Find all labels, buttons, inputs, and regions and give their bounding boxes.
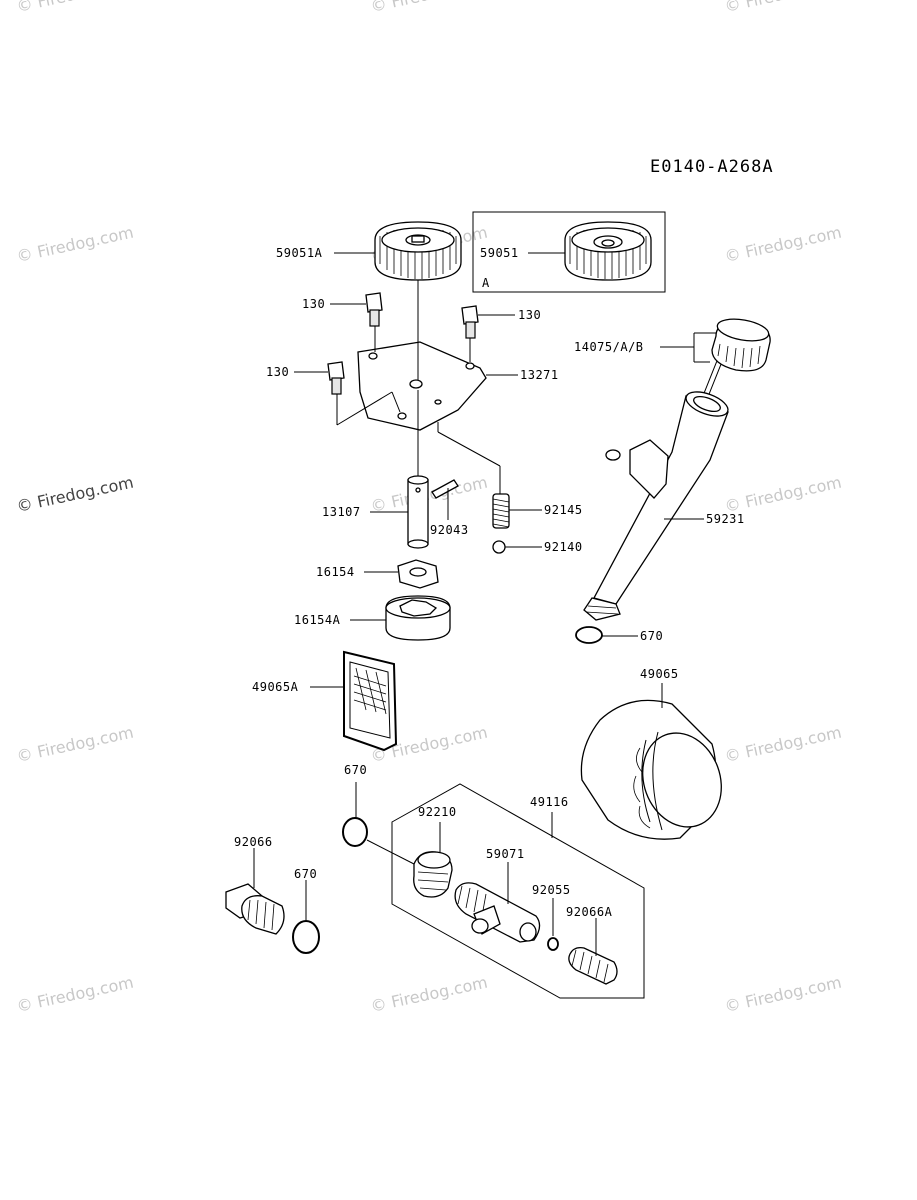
inset-label: A — [482, 276, 490, 290]
cover-plate-13271[interactable] — [357, 341, 487, 431]
watermark: © Firedog.com — [723, 223, 843, 266]
label-13107: 13107 — [322, 505, 361, 519]
watermark: © Firedog.com — [15, 223, 135, 266]
label-49116: 49116 — [530, 795, 569, 809]
label-130-a: 130 — [302, 297, 325, 311]
label-670-b: 670 — [344, 763, 367, 777]
diagram-code: E0140-A268A — [650, 157, 774, 177]
watermark: © Firedog.com — [723, 473, 843, 516]
watermark: © Firedog.com — [15, 723, 135, 766]
label-670-a: 670 — [640, 629, 663, 643]
oil-screen-49065a[interactable] — [343, 650, 398, 752]
watermark: © Firedog.com — [369, 0, 489, 16]
watermark: © Firedog.com — [15, 473, 135, 516]
label-92066: 92066 — [234, 835, 273, 849]
label-49065a: 49065A — [252, 680, 299, 694]
shaft-13107[interactable] — [407, 475, 429, 549]
drain-plug-92066[interactable] — [225, 883, 285, 935]
label-92066a: 92066A — [566, 905, 613, 919]
pipe-59071[interactable] — [454, 882, 541, 943]
gear-59051[interactable] — [564, 221, 652, 281]
label-92055: 92055 — [532, 883, 571, 897]
label-59051a: 59051A — [276, 246, 323, 260]
label-16154: 16154 — [316, 565, 355, 579]
watermark: © Firedog.com — [723, 0, 843, 16]
watermark: © Firedog.com — [15, 0, 135, 16]
label-130-c: 130 — [266, 365, 289, 379]
label-14075: 14075/A/B — [574, 340, 644, 354]
gear-59051a[interactable] — [374, 221, 462, 281]
label-59231: 59231 — [706, 512, 745, 526]
inner-rotor-16154[interactable] — [397, 559, 439, 589]
label-59071: 59071 — [486, 847, 525, 861]
stud-92066a[interactable] — [568, 946, 618, 985]
label-92145: 92145 — [544, 503, 583, 517]
watermark: © Firedog.com — [723, 723, 843, 766]
oring-92055[interactable] — [547, 937, 559, 951]
watermark: © Firedog.com — [723, 973, 843, 1016]
ball-92140[interactable] — [492, 540, 506, 554]
watermark: © Firedog.com — [369, 473, 489, 516]
label-13271: 13271 — [520, 368, 559, 382]
watermark: © Firedog.com — [369, 973, 489, 1016]
nipple-92210[interactable] — [413, 851, 453, 898]
oil-filler-tube-59231[interactable] — [583, 387, 731, 621]
label-92043: 92043 — [430, 523, 469, 537]
spring-92145[interactable] — [492, 493, 510, 529]
watermark: © Firedog.com — [15, 973, 135, 1016]
label-92210: 92210 — [418, 805, 457, 819]
label-16154a: 16154A — [294, 613, 341, 627]
label-130-b: 130 — [518, 308, 541, 322]
bolt-130-top-left[interactable] — [365, 292, 383, 327]
label-49065: 49065 — [640, 667, 679, 681]
oring-670-mid[interactable] — [342, 817, 368, 847]
outer-rotor-16154a[interactable] — [385, 595, 451, 641]
fitting-assembly-box — [391, 783, 645, 999]
inset-box — [472, 211, 666, 293]
label-670-c: 670 — [294, 867, 317, 881]
label-92140: 92140 — [544, 540, 583, 554]
oil-filter-49065[interactable] — [580, 699, 734, 840]
label-59051: 59051 — [480, 246, 519, 260]
oring-670-tube[interactable] — [575, 626, 603, 644]
bolt-130-left[interactable] — [327, 361, 345, 395]
pin-92043[interactable] — [431, 479, 459, 499]
bolt-130-top-right[interactable] — [461, 305, 479, 339]
oring-670-plug[interactable] — [292, 920, 320, 954]
dipstick-14075[interactable] — [697, 316, 771, 412]
